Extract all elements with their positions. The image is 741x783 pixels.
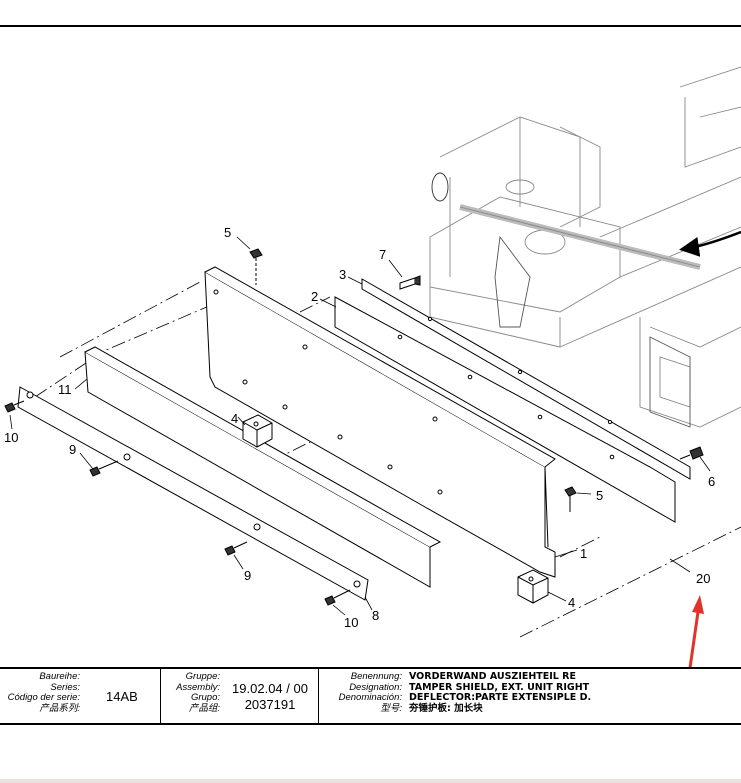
callout-11: 11 bbox=[58, 382, 72, 397]
callout-4: 4 bbox=[568, 595, 575, 610]
part-11-bar bbox=[84, 346, 442, 588]
bolt bbox=[4, 400, 25, 413]
series-cell: Baureihe: Series: Código der serie: 产品系列… bbox=[0, 669, 161, 723]
bottom-edge bbox=[0, 779, 741, 783]
callout-9: 9 bbox=[244, 568, 251, 583]
bolt bbox=[399, 275, 421, 290]
series-value: 14AB bbox=[106, 689, 138, 704]
machine-frame bbox=[429, 66, 741, 428]
callout-9: 9 bbox=[69, 442, 76, 457]
top-border-line bbox=[0, 25, 741, 27]
callout-5: 5 bbox=[224, 225, 231, 240]
name-cell: Benennung: Designation: Denominación: 型号… bbox=[318, 669, 741, 723]
part-1-shield-plate bbox=[204, 266, 556, 578]
callout-8: 8 bbox=[372, 608, 379, 623]
group-values: 19.02.04 / 00 2037191 bbox=[232, 681, 308, 712]
callout-4: 4 bbox=[231, 411, 238, 426]
callout-5: 5 bbox=[596, 488, 603, 503]
bolt bbox=[324, 589, 351, 606]
callout-2: 2 bbox=[311, 289, 318, 304]
exploded-parts-drawing: 5 7 3 2 1 6 5 4 4 11 9 9 10 10 8 20 bbox=[4, 66, 741, 667]
callout-10: 10 bbox=[4, 430, 18, 445]
callout-20: 20 bbox=[696, 571, 710, 586]
callout-7: 7 bbox=[379, 247, 386, 262]
annotation-arrow bbox=[688, 595, 704, 667]
part-4-block bbox=[517, 569, 549, 604]
title-block: Baureihe: Series: Código der serie: 产品系列… bbox=[0, 667, 741, 725]
callout-10: 10 bbox=[344, 615, 358, 630]
part-8-strap bbox=[17, 386, 369, 601]
part-4-block bbox=[242, 414, 273, 448]
direction-arrow bbox=[679, 230, 741, 257]
part-3-strip bbox=[361, 278, 691, 480]
callout-3: 3 bbox=[339, 267, 346, 282]
callout-1: 1 bbox=[580, 546, 587, 561]
series-labels: Baureihe: Series: Código der serie: 产品系列… bbox=[7, 671, 80, 714]
bolt bbox=[89, 460, 119, 477]
name-values: VORDERWAND AUSZIEHTEIL RE TAMPER SHIELD,… bbox=[409, 671, 592, 714]
name-labels: Benennung: Designation: Denominación: 型号… bbox=[338, 671, 402, 714]
group-cell: Gruppe: Assembly: Grupo: 产品组: 19.02.04 /… bbox=[160, 669, 319, 723]
callout-6: 6 bbox=[708, 474, 715, 489]
bolt bbox=[679, 446, 704, 460]
part-2-thin-plate bbox=[334, 296, 676, 523]
bolt bbox=[564, 486, 577, 512]
bolt bbox=[224, 541, 248, 556]
leader-lines bbox=[9, 236, 711, 616]
group-labels: Gruppe: Assembly: Grupo: 产品组: bbox=[176, 671, 220, 714]
bolt bbox=[249, 248, 263, 285]
